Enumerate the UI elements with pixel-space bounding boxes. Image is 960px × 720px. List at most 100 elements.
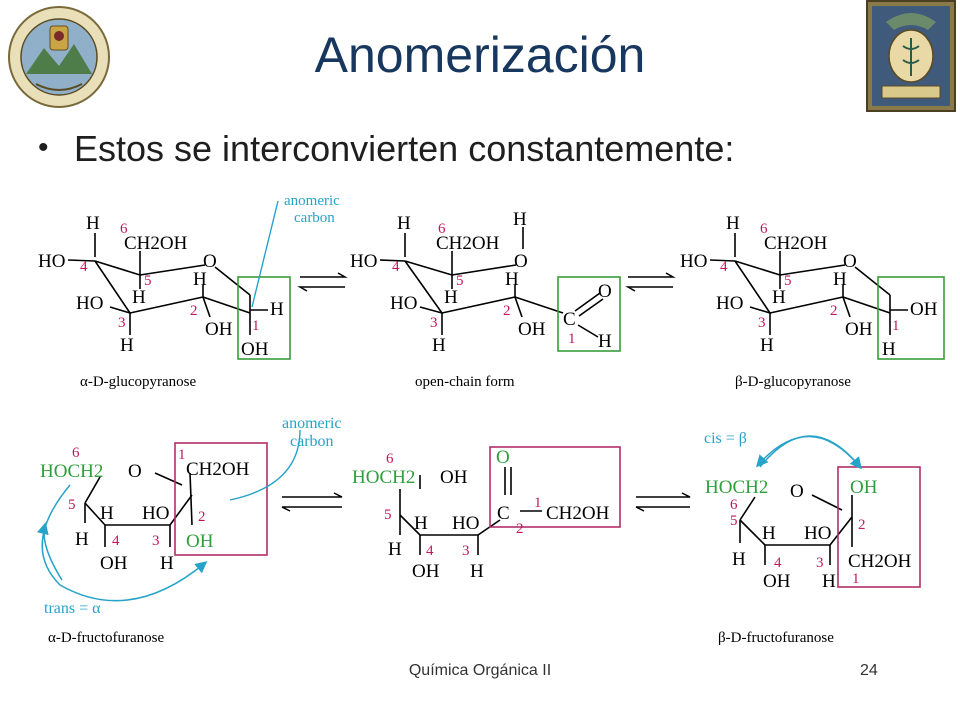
carbon-number: 2 <box>858 517 866 533</box>
carbon-number: 1 <box>852 571 860 587</box>
atom-label: H <box>726 213 740 234</box>
beta-fructofuranose-structure: HOCH2 O OH H HO CH2OH H OH H 6 5 2 4 3 1… <box>704 430 921 646</box>
atom-label: OH <box>100 553 128 574</box>
atom-label: H <box>513 209 527 230</box>
atom-label: HOCH2 <box>40 461 103 482</box>
atom-label: HOCH2 <box>705 477 768 498</box>
atom-label: OH <box>241 339 269 360</box>
atom-label: OH <box>205 319 233 340</box>
equilibrium-arrow <box>281 492 343 512</box>
equilibrium-arrow <box>635 492 691 512</box>
atom-label: HO <box>38 251 65 272</box>
annotation-line: carbon <box>290 433 334 450</box>
atom-label: HO <box>804 523 831 544</box>
atom-label: H <box>598 331 612 352</box>
carbon-number: 5 <box>384 507 392 523</box>
carbon-number: 6 <box>730 497 738 513</box>
carbon-number: 3 <box>758 315 766 331</box>
carbon-number: 1 <box>568 331 576 347</box>
atom-label: HO <box>142 503 169 524</box>
carbon-number: 2 <box>830 303 838 319</box>
carbon-number: 4 <box>392 259 400 275</box>
atom-label: OH <box>763 571 791 592</box>
atom-label: H <box>444 287 458 308</box>
anomerization-diagram: H HO CH2OH O H H HO H OH H OH 6 4 5 3 2 … <box>37 193 945 646</box>
bullet-item: •Estos se interconvierten constantemente… <box>38 128 734 170</box>
carbon-number: 4 <box>720 259 728 275</box>
atom-label: C <box>563 309 576 330</box>
equilibrium-arrow <box>297 272 348 292</box>
carbon-number: 2 <box>503 303 511 319</box>
open-chain-fructose-structure: HOCH2 OH O C CH2OH H HO H OH H 6 5 1 2 4… <box>352 446 621 582</box>
atom-label: OH <box>412 561 440 582</box>
atom-label: O <box>790 481 804 502</box>
atom-label: OH <box>850 477 878 498</box>
atom-label: OH <box>440 467 468 488</box>
atom-label: C <box>497 503 510 524</box>
university-seal-left-icon <box>8 6 110 108</box>
atom-label: H <box>772 287 786 308</box>
cis-beta-label: cis = β <box>704 430 747 447</box>
atom-label: H <box>388 539 402 560</box>
atom-label: H <box>732 549 746 570</box>
footer-course-name: Química Orgánica II <box>408 662 552 679</box>
atom-label: H <box>822 571 836 592</box>
carbon-number: 1 <box>534 495 542 511</box>
atom-label: OH <box>186 531 214 552</box>
atom-label: CH2OH <box>848 551 912 572</box>
open-chain-glucose-structure: H H HO CH2OH O H H HO OH C O H H 6 4 5 3… <box>350 209 621 390</box>
atom-label: OH <box>910 299 938 320</box>
carbon-number: 3 <box>152 533 160 549</box>
carbon-number: 3 <box>462 543 470 559</box>
atom-label: OH <box>845 319 873 340</box>
carbon-number: 3 <box>430 315 438 331</box>
atom-label: HO <box>390 293 417 314</box>
atom-label: H <box>470 561 484 582</box>
alpha-glucopyranose-structure: H HO CH2OH O H H HO H OH H OH 6 4 5 3 2 … <box>38 200 291 390</box>
carbon-number: 1 <box>892 318 900 334</box>
carbon-number: 4 <box>426 543 434 559</box>
atom-label: CH2OH <box>124 233 188 254</box>
equilibrium-arrow <box>625 272 676 292</box>
carbon-number: 1 <box>252 318 260 334</box>
open-chain-caption: open-chain form <box>415 374 515 390</box>
alpha-glucopyranose-caption: α-D-glucopyranose <box>80 374 196 390</box>
atom-label: HOCH2 <box>352 467 415 488</box>
beta-fructofuranose-caption: β-D-fructofuranose <box>718 630 834 646</box>
atom-label: CH2OH <box>764 233 828 254</box>
alpha-fructofuranose-structure: HOCH2 O CH2OH H HO OH H OH H 6 1 5 2 4 3… <box>37 429 301 646</box>
carbon-number: 6 <box>386 451 394 467</box>
atom-label: H <box>86 213 100 234</box>
atom-label: OH <box>518 319 546 340</box>
carbon-number: 3 <box>118 315 126 331</box>
carbon-number: 6 <box>760 221 768 237</box>
carbon-number: 2 <box>198 509 206 525</box>
atom-label: H <box>762 523 776 544</box>
atom-label: H <box>100 503 114 524</box>
carbon-number: 5 <box>784 273 792 289</box>
atom-label: H <box>760 335 774 356</box>
atom-label: O <box>514 251 528 272</box>
carbon-number: 4 <box>80 259 88 275</box>
carbon-number: 6 <box>438 221 446 237</box>
atom-label: CH2OH <box>436 233 500 254</box>
atom-label: HO <box>350 251 377 272</box>
annotation-line: anomeric <box>284 193 340 209</box>
atom-label: O <box>128 461 142 482</box>
atom-label: H <box>414 513 428 534</box>
atom-label: H <box>132 287 146 308</box>
atom-label: H <box>882 339 896 360</box>
slide-title: Anomerización <box>314 27 646 83</box>
beta-glucopyranose-caption: β-D-glucopyranose <box>735 374 851 390</box>
atom-label: H <box>833 269 847 290</box>
atom-label: O <box>598 281 612 302</box>
atom-label: HO <box>716 293 743 314</box>
atom-label: H <box>75 529 89 550</box>
atom-label: HO <box>452 513 479 534</box>
atom-label: H <box>432 335 446 356</box>
carbon-number: 3 <box>816 555 824 571</box>
atom-label: H <box>505 269 519 290</box>
bullet-text: Estos se interconvierten constantemente: <box>74 128 735 169</box>
carbon-number: 6 <box>120 221 128 237</box>
